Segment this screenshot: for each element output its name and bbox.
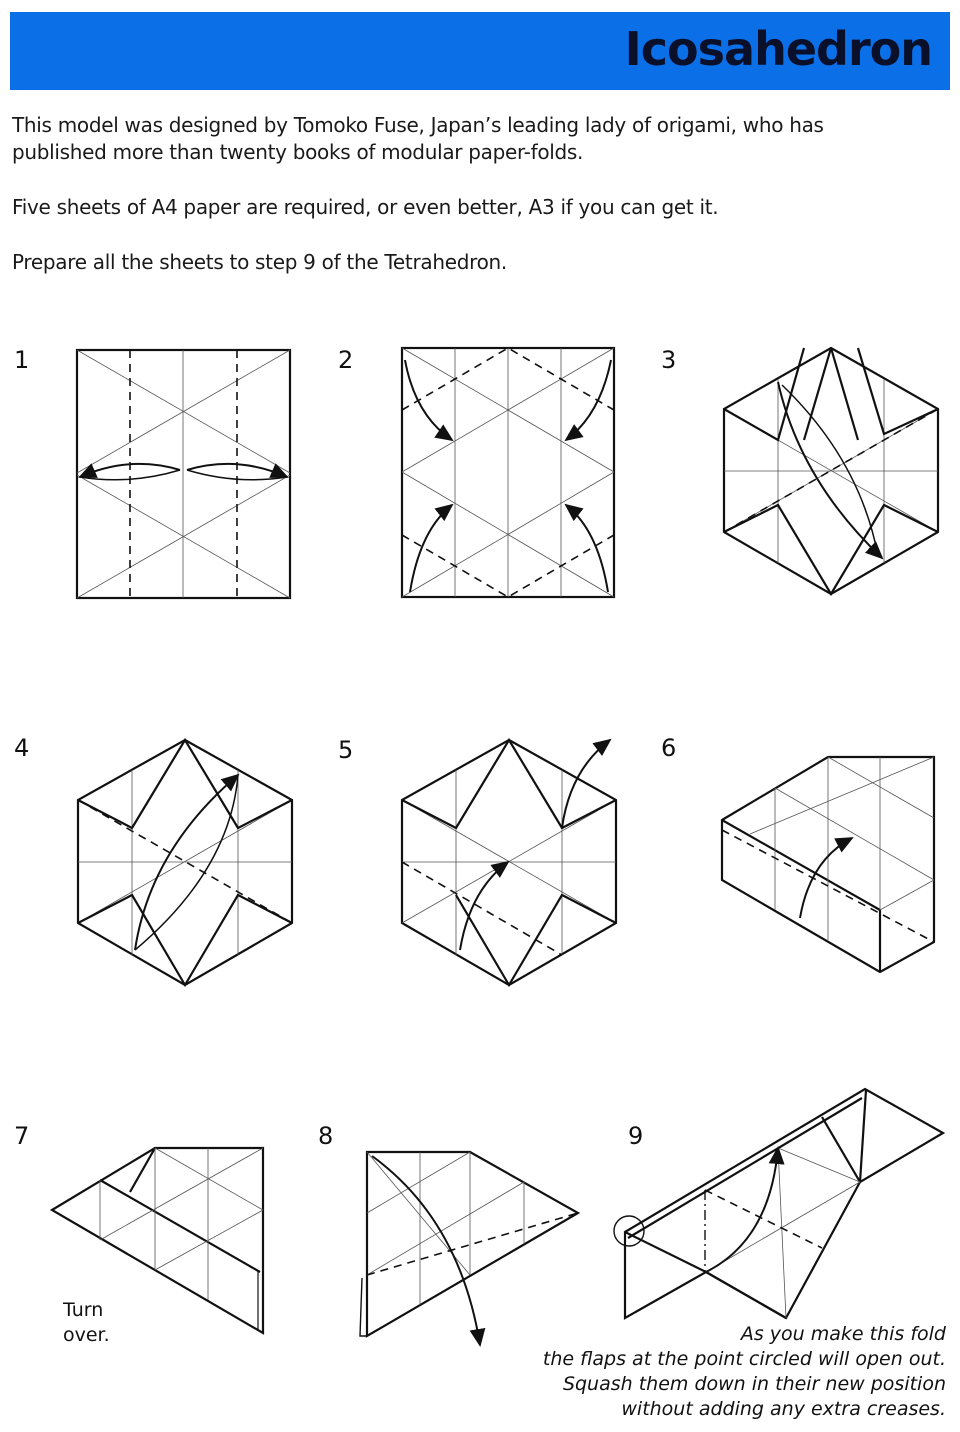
note-line: As you make this fold [740,1323,946,1345]
diagram-step-4 [76,737,294,988]
title-banner: Icosahedron [10,12,950,90]
diagram-step-6 [720,755,936,974]
step-number-3: 3 [661,346,677,374]
step-number-7: 7 [14,1122,30,1150]
step-number-5: 5 [338,736,354,764]
diagram-step-3 [722,346,940,597]
page-title: Icosahedron [624,22,933,76]
intro-paragraph-prepare: Prepare all the sheets to step 9 of the … [12,250,507,274]
note-line: over. [63,1324,110,1346]
circled-point-marker [613,1215,645,1247]
note-line: Turn [63,1299,104,1321]
note-line: without adding any extra creases. [621,1398,946,1420]
diagram-step-5 [400,737,618,988]
step-number-2: 2 [338,346,354,374]
diagram-step-9 [613,1087,946,1320]
step-9-note: As you make this fold the flaps at the p… [543,1322,946,1422]
note-line: Squash them down in their new position [562,1373,946,1395]
step-number-1: 1 [14,346,30,374]
diagram-step-1 [75,348,292,600]
intro-paragraph-designer: This model was designed by Tomoko Fuse, … [12,113,824,164]
step-7-note: Turn over. [63,1298,110,1348]
intro-paragraph-paper: Five sheets of A4 paper are required, or… [12,195,719,219]
step-number-9: 9 [628,1122,644,1150]
diagram-step-7 [49,1146,265,1335]
step-number-4: 4 [14,734,30,762]
note-line: the flaps at the point circled will open… [542,1348,946,1370]
diagram-step-8 [359,1150,581,1347]
step-number-6: 6 [661,734,677,762]
step-number-8: 8 [318,1122,334,1150]
diagram-step-2 [400,346,616,599]
